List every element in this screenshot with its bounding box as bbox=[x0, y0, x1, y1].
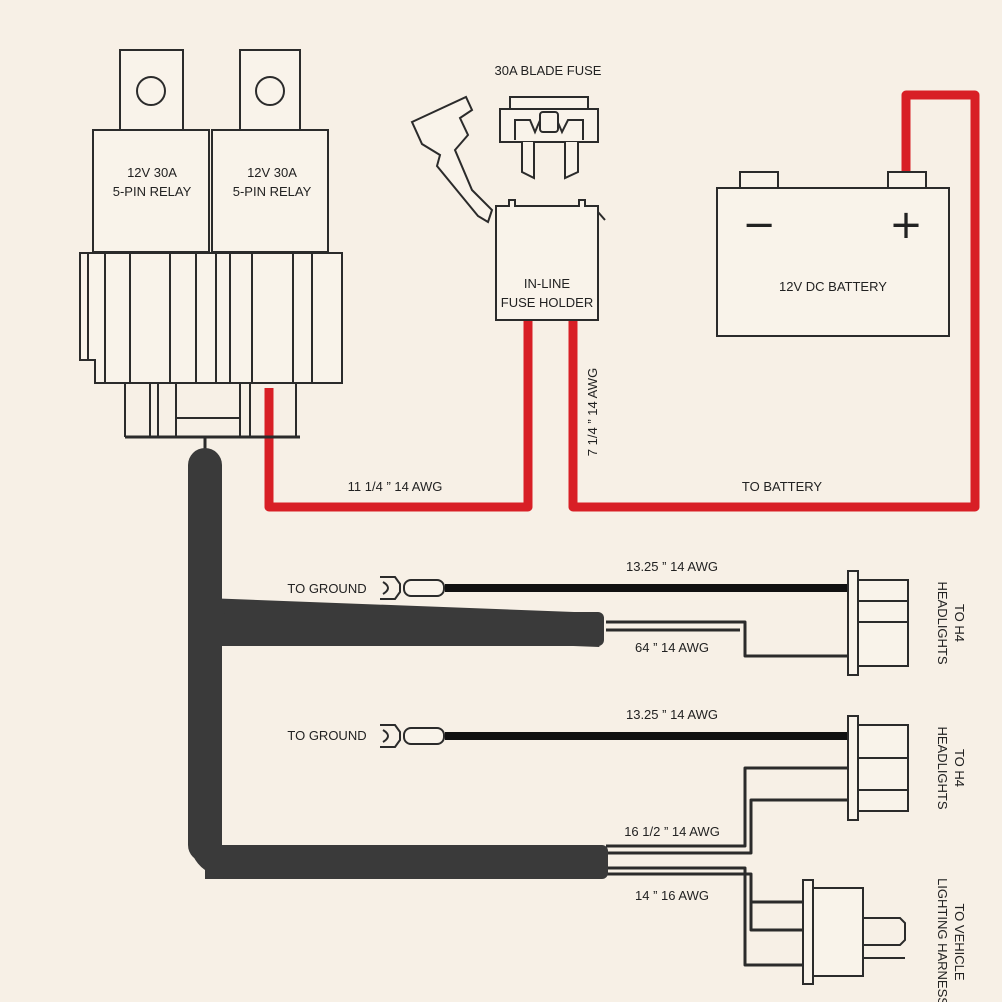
relay-pins bbox=[124, 383, 297, 437]
h4-2-label: TO H4 HEADLIGHTS bbox=[935, 726, 967, 809]
vehicle-wire-a bbox=[606, 866, 803, 967]
vehicle-label: TO VEHICLE LIGHTING HARNESS bbox=[935, 878, 967, 1002]
battery-negative-terminal bbox=[739, 171, 779, 189]
relay-1 bbox=[92, 49, 210, 253]
h4-1-label-line2: HEADLIGHTS bbox=[935, 581, 950, 664]
wire-fuse-holder-to-battery bbox=[568, 90, 980, 512]
headlight-wire-1 bbox=[606, 620, 848, 658]
relay-2 bbox=[211, 49, 329, 253]
headlight-wire-2-length: 16 1/2 ” 14 AWG bbox=[624, 824, 720, 839]
relay-1-mount-hole bbox=[136, 76, 166, 106]
headlight-wire-2b bbox=[606, 798, 848, 855]
fuse-to-battery-length: 7 1/4 ” 14 AWG bbox=[585, 368, 600, 456]
ground-ring-terminal-2 bbox=[380, 724, 445, 748]
battery-positive-terminal bbox=[887, 171, 927, 189]
battery-minus-icon: − bbox=[742, 202, 776, 248]
relay-to-fuse-length: 11 1/4 ” 14 AWG bbox=[348, 479, 443, 494]
h4-2-label-line1: TO H4 bbox=[952, 749, 967, 787]
h4-connector-1 bbox=[847, 570, 909, 676]
relay-sockets bbox=[79, 252, 343, 384]
battery-label: 12V DC BATTERY bbox=[779, 279, 887, 294]
main-harness bbox=[188, 448, 601, 879]
fuse-holder bbox=[495, 199, 606, 321]
harness-fills bbox=[188, 455, 608, 879]
relay-2-mount-hole bbox=[255, 76, 285, 106]
relay-2-label-line1: 12V 30A bbox=[247, 165, 297, 180]
fuse-holder-label-line1: IN-LINE bbox=[524, 276, 571, 291]
relay-2-body bbox=[211, 129, 329, 253]
signal-wires bbox=[125, 435, 848, 967]
vehicle-connector bbox=[802, 879, 906, 985]
fuse-holder-label-line2: FUSE HOLDER bbox=[501, 295, 593, 310]
relay-1-label-line1: 12V 30A bbox=[127, 165, 177, 180]
relay-1-label-line2: 5-PIN RELAY bbox=[113, 184, 192, 199]
headlight-wire-2a bbox=[606, 766, 848, 848]
blade-fuse bbox=[499, 96, 599, 180]
battery bbox=[716, 171, 950, 337]
h4-1-label-line1: TO H4 bbox=[952, 604, 967, 642]
ground-wire-2-length: 13.25 ” 14 AWG bbox=[626, 707, 718, 722]
ground-label-2: TO GROUND bbox=[287, 728, 366, 743]
relay-2-label-line2: 5-PIN RELAY bbox=[233, 184, 312, 199]
fuse-holder-cap bbox=[410, 95, 494, 224]
wire-relay-to-fuse-holder bbox=[264, 320, 533, 512]
vehicle-label-line1: TO VEHICLE bbox=[952, 903, 967, 980]
h4-1-label: TO H4 HEADLIGHTS bbox=[935, 581, 967, 664]
vehicle-label-line2: LIGHTING HARNESS bbox=[935, 878, 950, 1002]
battery-plus-icon: + bbox=[889, 202, 923, 248]
relay-1-body bbox=[92, 129, 210, 253]
black-wires bbox=[445, 584, 848, 740]
ground-wire-1-length: 13.25 ” 14 AWG bbox=[626, 559, 718, 574]
battery-body bbox=[716, 187, 950, 337]
headlight-wire-1-length: 64 ” 14 AWG bbox=[635, 640, 709, 655]
ground-label-1: TO GROUND bbox=[287, 581, 366, 596]
ground-ring-terminal-1 bbox=[380, 576, 445, 600]
to-battery-label: TO BATTERY bbox=[742, 479, 823, 494]
h4-2-label-line2: HEADLIGHTS bbox=[935, 726, 950, 809]
h4-connector-2 bbox=[847, 715, 909, 821]
red-wires bbox=[264, 90, 980, 512]
vehicle-wire-length: 14 ” 16 AWG bbox=[635, 888, 709, 903]
blade-fuse-label: 30A BLADE FUSE bbox=[495, 63, 602, 78]
